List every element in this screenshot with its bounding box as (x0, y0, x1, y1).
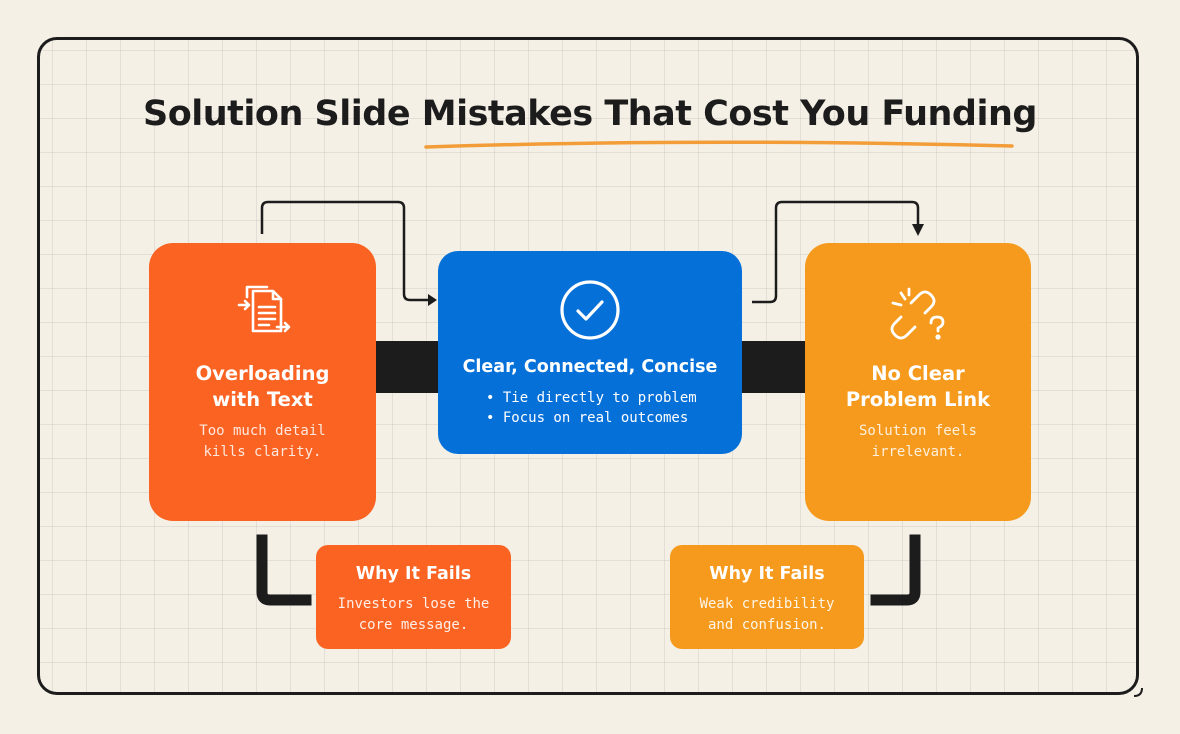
card-title: Clear, Connected, Concise (462, 357, 718, 377)
check-circle-icon (438, 279, 742, 345)
list-item: Tie directly to problem (486, 388, 697, 408)
corner-mark-icon (1133, 687, 1143, 697)
card-bullet-list: Tie directly to problem Focus on real ou… (486, 388, 697, 428)
card-description: Solution feels irrelevant. (805, 421, 1031, 463)
why-description: Investors lose the core message. (316, 594, 511, 636)
card-title-line-1: No Clear (871, 362, 965, 385)
connector-bar-right (740, 341, 806, 393)
page-title: Solution Slide Mistakes That Cost You Fu… (0, 94, 1180, 134)
arrow-head-right (912, 224, 924, 236)
card-desc-line-2: kills clarity. (203, 444, 322, 460)
why-it-fails-left: Why It Fails Investors lose the core mes… (316, 545, 511, 649)
title-part-1: Solution Slide (143, 94, 422, 134)
card-title: Overloading with Text (149, 361, 376, 413)
why-desc-line-2: core message. (358, 617, 469, 633)
connector-bar-left (374, 341, 440, 393)
card-overloading-text: Overloading with Text Too much detail ki… (149, 243, 376, 521)
broken-link-question-icon (805, 283, 1031, 351)
card-desc-line-1: Solution feels (858, 423, 977, 439)
arrow-head-mid (428, 294, 437, 306)
bracket-left (256, 534, 312, 606)
bracket-right (870, 534, 921, 606)
why-title: Why It Fails (355, 564, 472, 584)
title-underline (424, 140, 1014, 149)
card-title: No Clear Problem Link (805, 361, 1031, 413)
why-desc-line-2: and confusion. (707, 617, 826, 633)
arrow-mid-to-right (752, 200, 920, 304)
why-desc-line-1: Weak credibility (699, 596, 835, 612)
card-description: Too much detail kills clarity. (149, 421, 376, 463)
document-transfer-icon (149, 279, 376, 347)
why-title: Why It Fails (709, 564, 825, 584)
list-item: Focus on real outcomes (486, 408, 697, 428)
card-clear-connected-concise: Clear, Connected, Concise Tie directly t… (438, 251, 742, 454)
card-title-line-2: Problem Link (845, 388, 991, 411)
card-desc-line-1: Too much detail (199, 423, 326, 439)
card-no-problem-link: No Clear Problem Link Solution feels irr… (805, 243, 1031, 521)
why-it-fails-right: Why It Fails Weak credibility and confus… (670, 545, 864, 649)
arrow-left-to-mid (260, 200, 428, 302)
card-desc-line-2: irrelevant. (871, 444, 965, 460)
card-title-line-2: with Text (212, 388, 313, 411)
card-title-line-1: Overloading (195, 362, 330, 385)
why-description: Weak credibility and confusion. (670, 594, 864, 636)
why-desc-line-1: Investors lose the (337, 596, 490, 612)
title-part-2: Mistakes That Cost You Funding (421, 94, 1038, 134)
